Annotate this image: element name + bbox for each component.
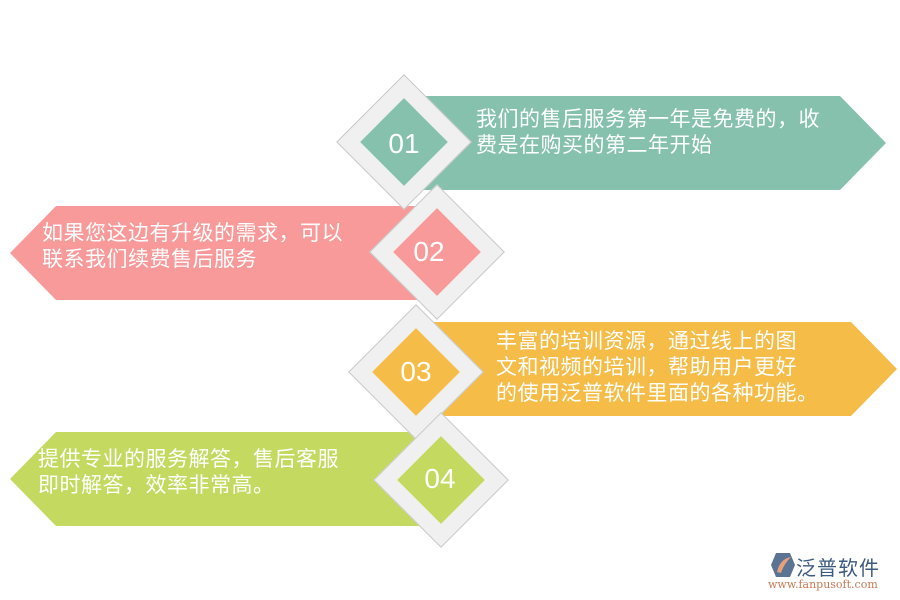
- banner-01-line-2: 费是在购买的第二年开始: [476, 133, 713, 157]
- banner-02: [10, 206, 430, 300]
- logo-name: 泛普软件: [796, 556, 880, 580]
- number-01: 01: [388, 128, 420, 159]
- banner-04-line-1: 提供专业的服务解答，售后客服: [38, 447, 339, 471]
- fanpu-logo: 泛普软件 www.fanpusoft.com: [766, 552, 896, 592]
- banner-03-line-2: 文和视频的培训，帮助用户更好: [496, 355, 797, 379]
- banner-02-line-1: 如果您这边有升级的需求，可以: [42, 221, 343, 245]
- logo-url: www.fanpusoft.com: [768, 578, 878, 591]
- banner-03-text: 丰富的培训资源，通过线上的图 文和视频的培训，帮助用户更好 的使用泛普软件里面的…: [496, 328, 819, 406]
- banner-02-line-2: 联系我们续费售后服务: [42, 247, 257, 271]
- banner-04-line-2: 即时解答，效率非常高。: [38, 473, 275, 497]
- banner-01: [420, 96, 886, 190]
- banner-04: [10, 432, 440, 526]
- logo-mark-icon: [771, 553, 795, 577]
- banner-01-line-1: 我们的售后服务第一年是免费的，收: [476, 107, 820, 131]
- banner-02-text: 如果您这边有升级的需求，可以 联系我们续费售后服务: [42, 220, 343, 272]
- banner-03: [430, 322, 897, 416]
- number-04: 04: [424, 463, 456, 494]
- banner-03-line-1: 丰富的培训资源，通过线上的图: [496, 329, 797, 353]
- banner-04-text: 提供专业的服务解答，售后客服 即时解答，效率非常高。: [38, 446, 339, 498]
- banner-01-text: 我们的售后服务第一年是免费的，收 费是在购买的第二年开始: [476, 106, 820, 158]
- number-03: 03: [400, 356, 432, 387]
- banner-03-line-3: 的使用泛普软件里面的各种功能。: [496, 381, 819, 405]
- number-02: 02: [413, 236, 445, 267]
